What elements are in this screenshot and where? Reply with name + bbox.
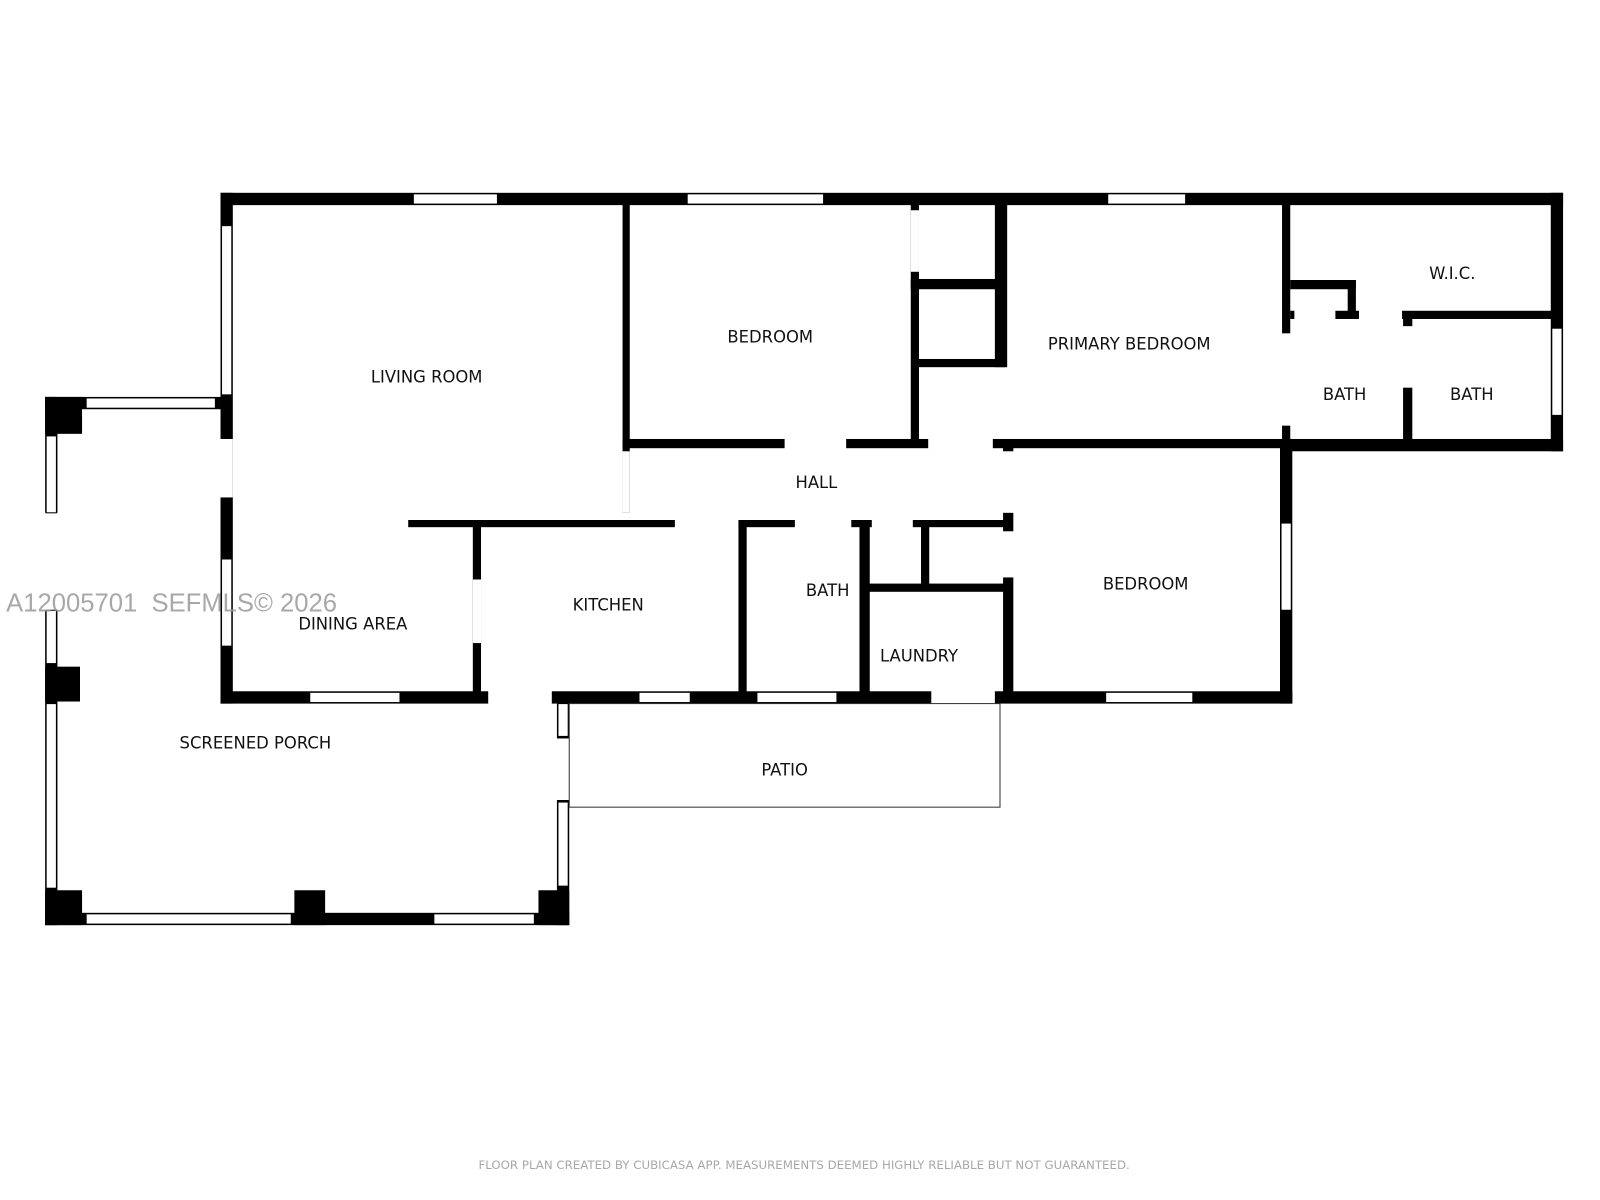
label-screened-porch: SCREENED PORCH xyxy=(180,734,332,753)
walls xyxy=(45,192,1564,926)
footer-disclaimer: FLOOR PLAN CREATED BY CUBICASA APP. MEAS… xyxy=(478,1158,1129,1172)
label-patio: PATIO xyxy=(761,760,808,779)
openings xyxy=(44,193,1563,925)
label-primary-bedroom: PRIMARY BEDROOM xyxy=(1048,335,1211,354)
patio-outline xyxy=(568,703,1001,808)
label-living-room: LIVING ROOM xyxy=(371,368,483,387)
label-bedroom-1: BEDROOM xyxy=(727,328,813,347)
room-labels: LIVING ROOM BEDROOM PRIMARY BEDROOM W.I.… xyxy=(180,264,1494,779)
label-bath-2: BATH xyxy=(1450,385,1494,404)
label-bath-1: BATH xyxy=(1323,385,1367,404)
label-dining-area: DINING AREA xyxy=(298,615,408,634)
mls-watermark: A12005701 SEFMLS© 2026 xyxy=(6,589,337,617)
label-kitchen: KITCHEN xyxy=(573,595,644,614)
label-laundry: LAUNDRY xyxy=(880,647,959,666)
label-bedroom-2: BEDROOM xyxy=(1103,575,1189,594)
label-wic: W.I.C. xyxy=(1429,264,1475,283)
label-bath-3: BATH xyxy=(806,581,850,600)
label-hall: HALL xyxy=(795,473,838,492)
